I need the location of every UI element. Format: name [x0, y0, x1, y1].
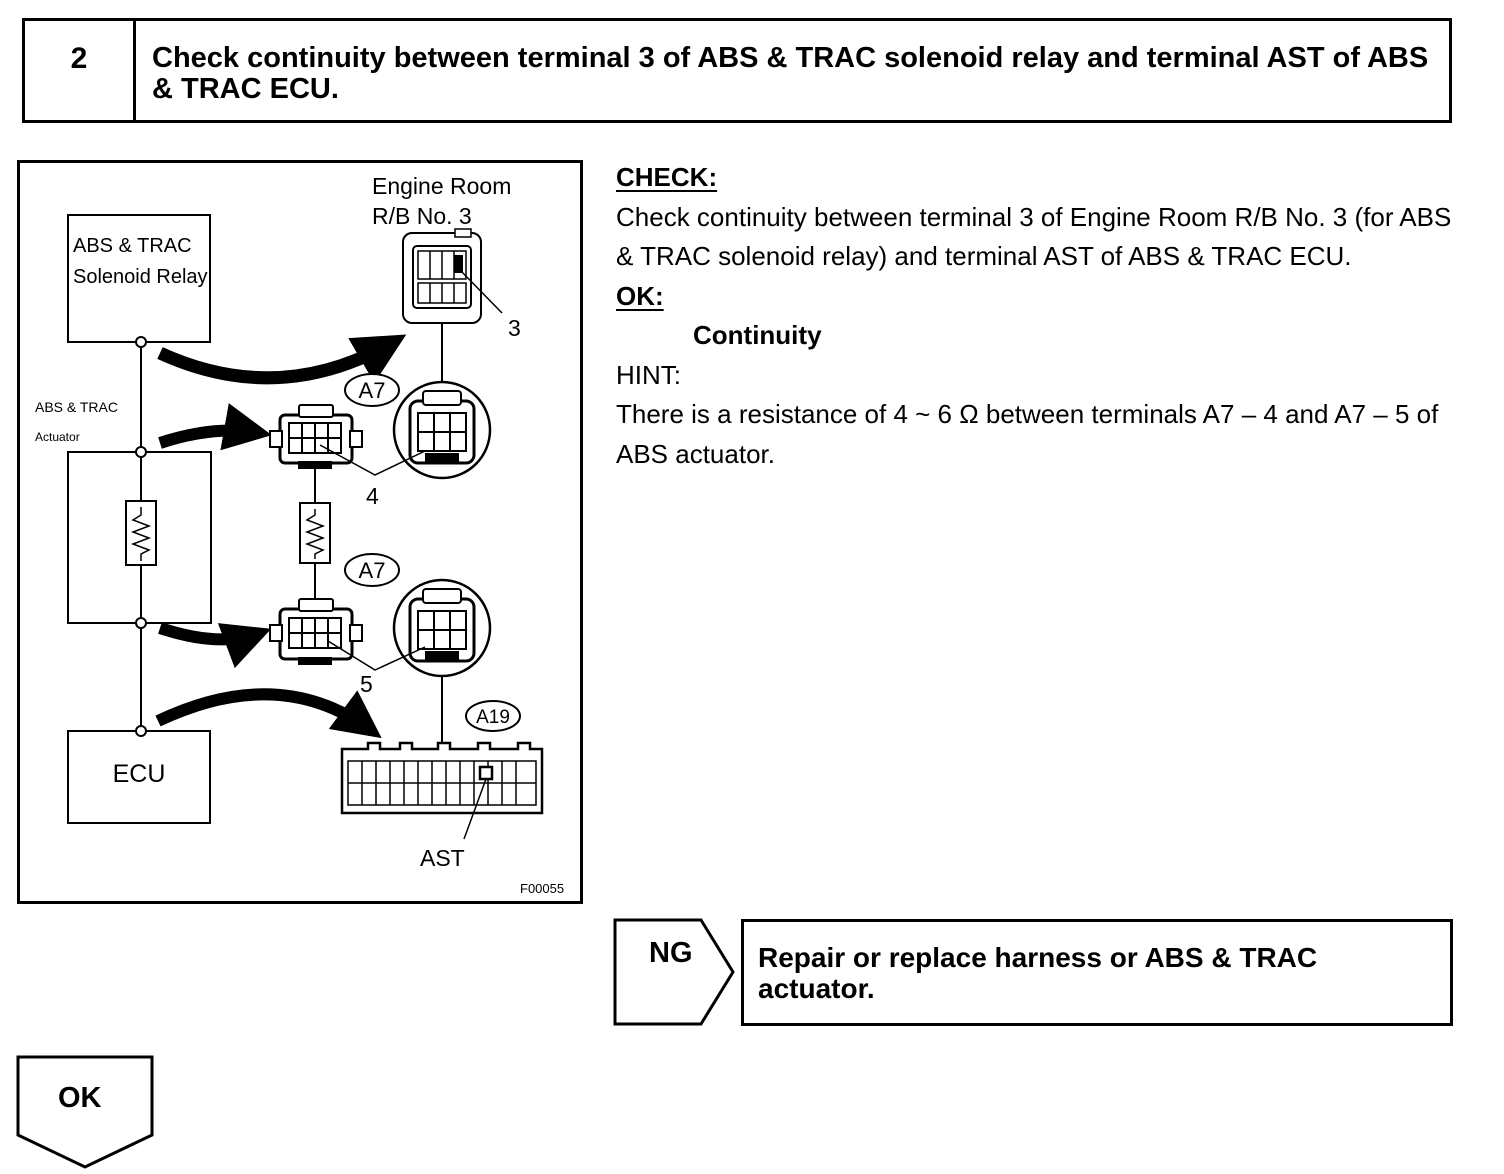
terminal-4-label: 4 — [366, 483, 379, 509]
connector-a19-label: A19 — [476, 707, 510, 728]
a7-bottom-drawing — [269, 553, 492, 678]
terminal-3-label: 3 — [508, 315, 521, 341]
step-number: 2 — [25, 21, 136, 120]
arrow-to-a7-bottom — [158, 622, 272, 669]
junction-relay — [135, 336, 147, 348]
relay-box-label: ABS & TRAC Solenoid Relay — [73, 235, 208, 288]
ng-label: NG — [649, 937, 693, 969]
ng-action-box: Repair or replace harness or ABS & TRAC … — [741, 919, 1453, 1026]
a19-connector-drawing — [340, 700, 544, 840]
check-body: Check continuity between terminal 3 of E… — [616, 201, 1452, 272]
step-header: 2 Check continuity between terminal 3 of… — [22, 18, 1452, 123]
connector-a7-top-label: A7 — [358, 378, 386, 403]
step-title: Check continuity between terminal 3 of A… — [152, 42, 1429, 105]
connector-a7-bottom-label: A7 — [358, 558, 386, 583]
ecu-label: ECU — [112, 760, 166, 788]
wiring-diagram: Engine Room R/B No. 3 ABS & TRAC Solenoi… — [17, 160, 583, 904]
figure-code: F00055 — [520, 881, 565, 896]
engine-room-label-line1: Engine Room — [372, 173, 512, 199]
check-section: CHECK: Check continuity between terminal… — [616, 158, 1466, 474]
junction-ecu — [135, 725, 147, 737]
ok-tag — [16, 1055, 154, 1169]
actuator-label-line2: Actuator — [35, 430, 80, 444]
check-heading: CHECK: — [616, 162, 718, 192]
a7-top-drawing — [269, 373, 492, 480]
junction-actuator-bottom — [135, 617, 147, 629]
terminal-5-label: 5 — [360, 671, 373, 697]
actuator-label-line1: ABS & TRAC — [35, 399, 118, 415]
hint-body: There is a resistance of 4 ~ 6 Ω between… — [616, 399, 1439, 469]
hint-heading: HINT: — [616, 359, 681, 390]
ng-action-text: Repair or replace harness or ABS & TRAC … — [758, 942, 1318, 1004]
ok-heading: OK: — [616, 280, 664, 311]
arrow-to-a7-top — [158, 403, 272, 451]
ok-label: OK — [58, 1082, 102, 1114]
engine-room-label-line2: R/B No. 3 — [372, 203, 472, 229]
junction-actuator-top — [135, 446, 147, 458]
relay-block-drawing — [402, 228, 503, 324]
ng-tag — [613, 918, 735, 1026]
wiring-diagram-drawing — [67, 214, 544, 840]
ok-value: Continuity — [693, 320, 822, 350]
arrow-to-relay-block — [157, 334, 407, 385]
terminal-ast-label: AST — [420, 845, 465, 871]
arrow-to-ecu-connector — [155, 688, 382, 739]
